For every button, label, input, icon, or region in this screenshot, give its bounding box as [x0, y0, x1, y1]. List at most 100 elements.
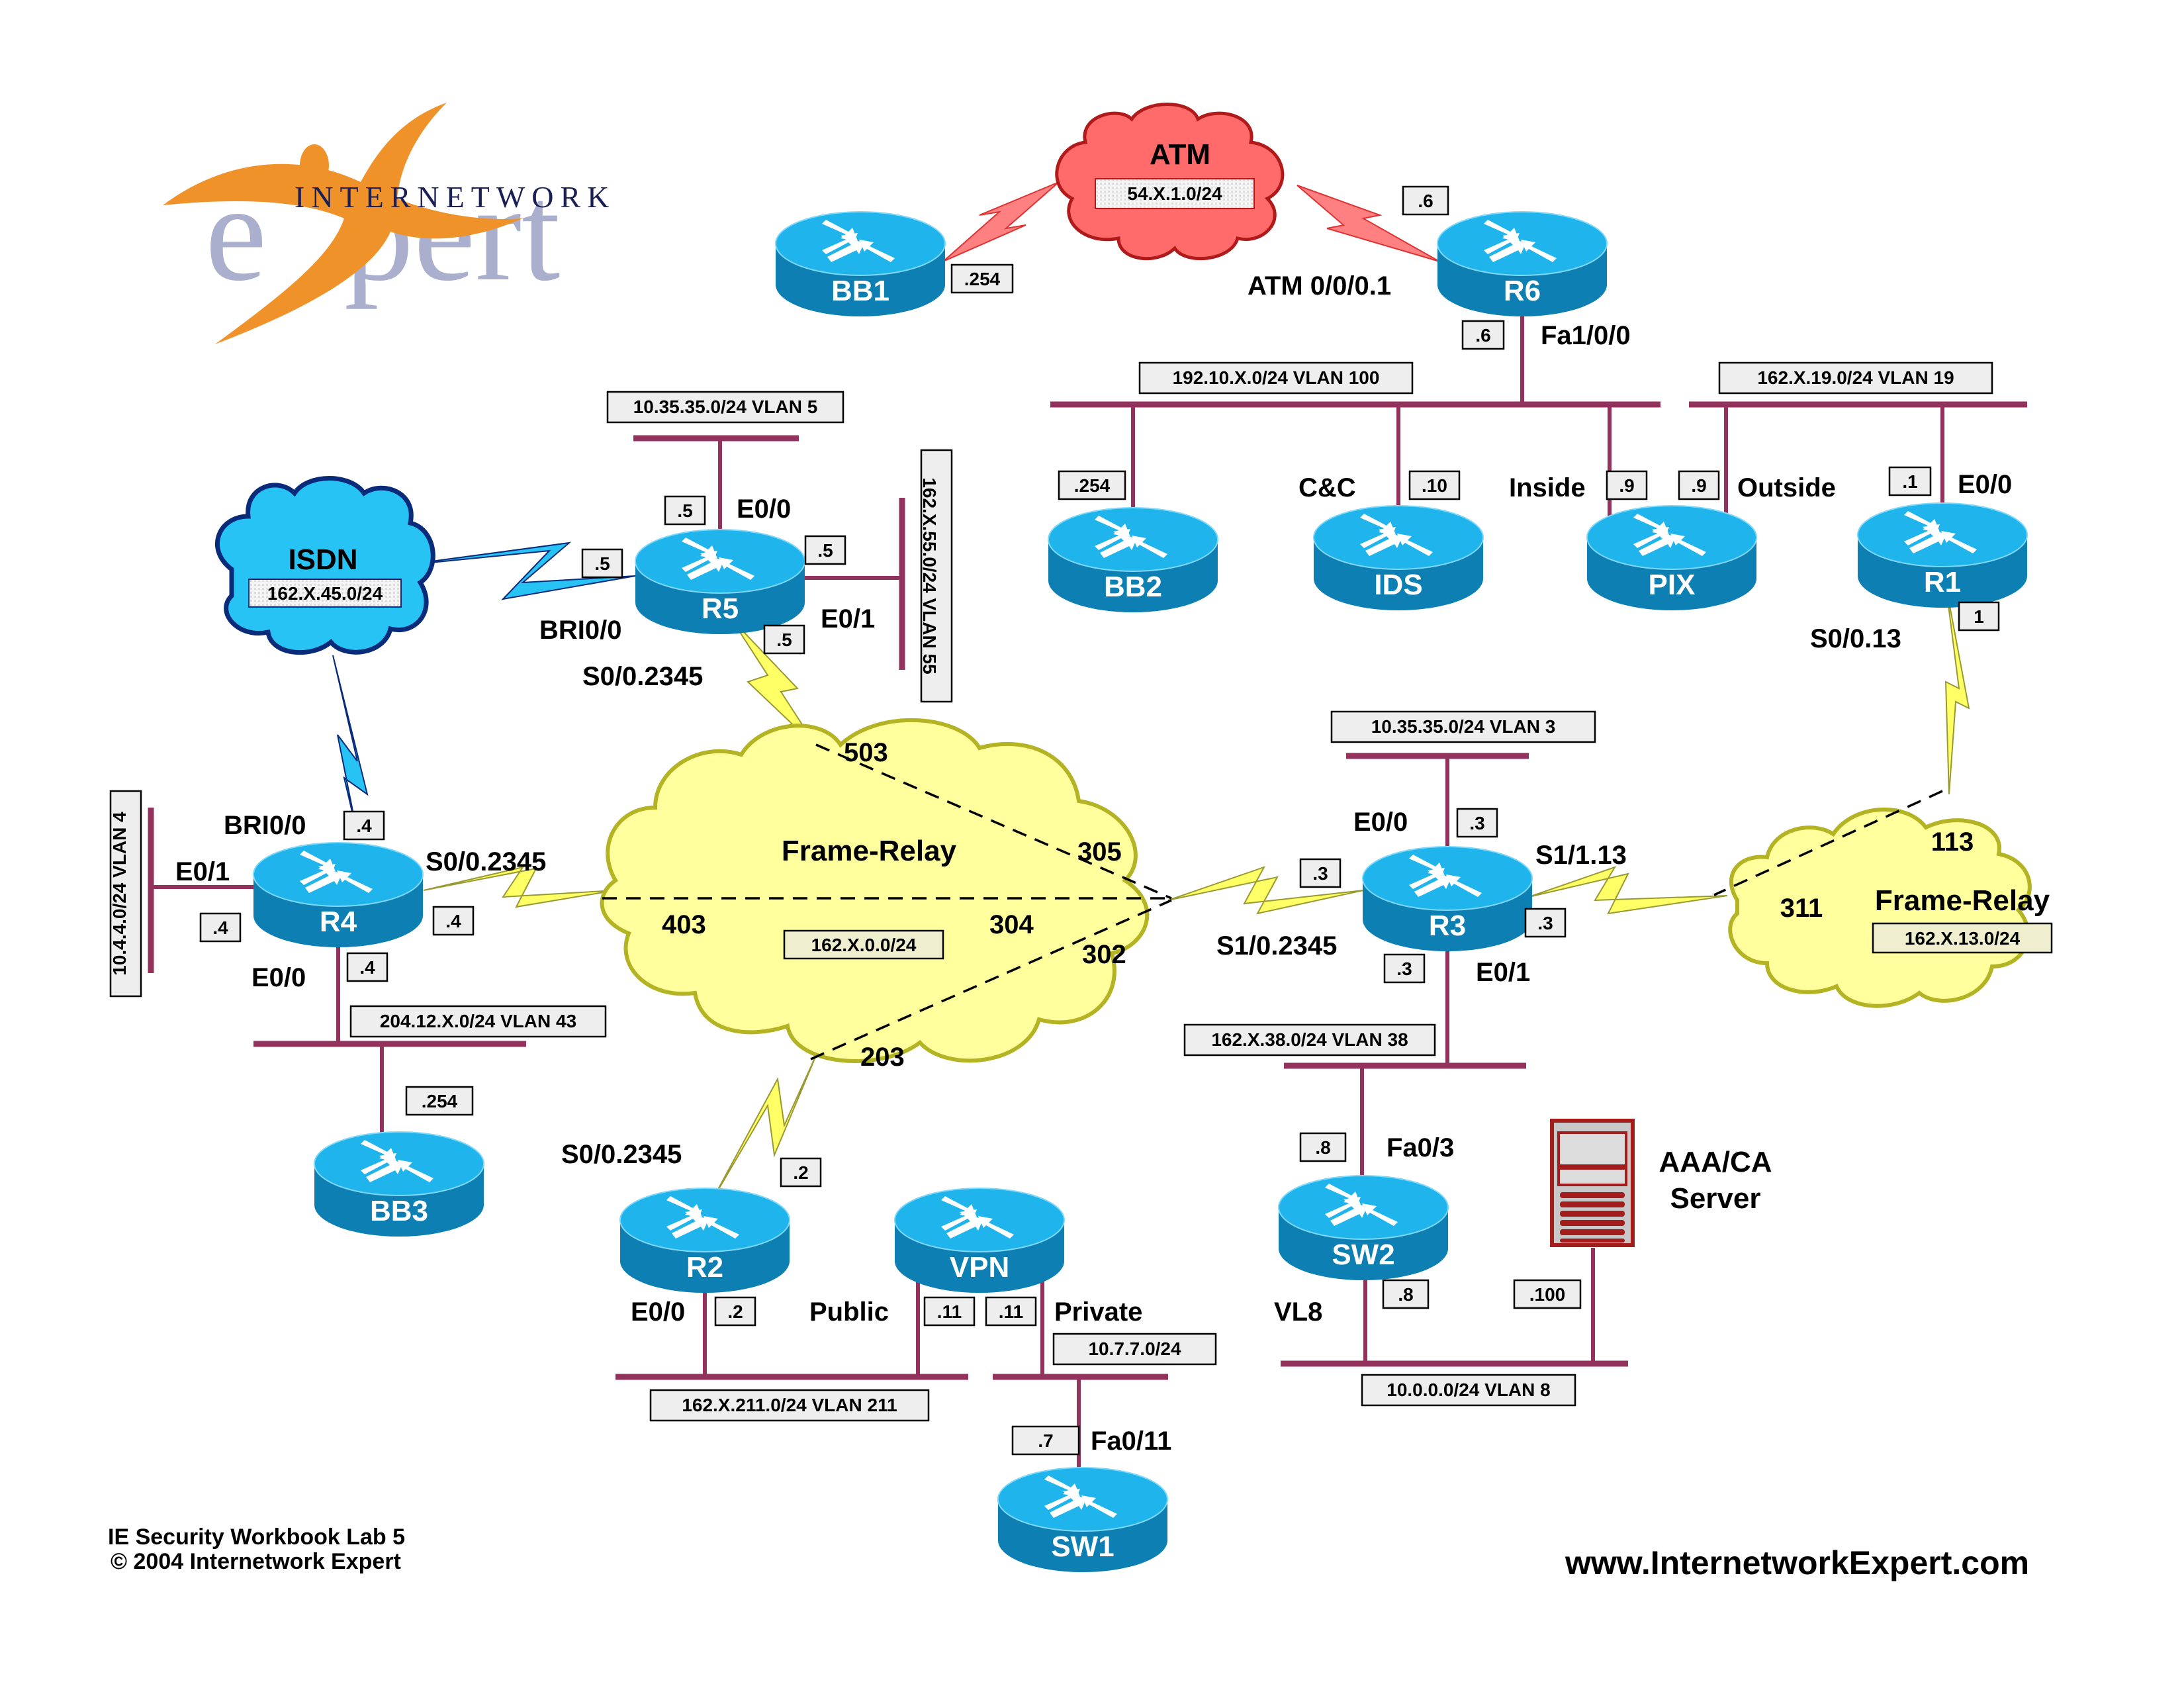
host-r6_fa-address: .6: [1475, 325, 1490, 346]
router-pix-label: PIX: [1649, 569, 1696, 601]
host-r5_e01-box: .5: [804, 535, 846, 565]
host-server-box: .100: [1513, 1279, 1582, 1309]
server-label-line2: Server: [1670, 1182, 1760, 1215]
dlci-203: 203: [860, 1043, 905, 1072]
router-bb1[interactable]: BB1: [775, 211, 946, 316]
router-sw2[interactable]: SW2: [1278, 1175, 1449, 1280]
host-r4_e00-box: .4: [346, 952, 388, 982]
pix-outside-label: Outside: [1737, 473, 1836, 502]
segment-vlan100-box: 192.10.X.0/24 VLAN 100: [1138, 361, 1414, 395]
host-ids-address: .10: [1422, 475, 1447, 496]
host-box-frame: [804, 535, 846, 565]
host-box-frame: [1299, 858, 1342, 888]
host-pix_in-box: .9: [1606, 470, 1648, 500]
r6-atm-link: [1297, 185, 1440, 262]
host-sw2_fa-box: .8: [1299, 1132, 1347, 1162]
host-r4_bri-box: .4: [343, 810, 385, 841]
host-box-frame: [1461, 320, 1505, 350]
r4-e00-interface: E0/0: [251, 963, 306, 992]
router-bb3[interactable]: BB3: [314, 1131, 484, 1237]
isdn-cloud-shape: [214, 476, 435, 655]
segment-box-frame: [1052, 1333, 1217, 1366]
host-r5_e00-address: .5: [677, 500, 692, 521]
dlci-302: 302: [1082, 940, 1126, 969]
host-address-labels: .254.6.6.254.10.9.9.11.5.5.5.5.4.4.4.4.2…: [199, 185, 2000, 1456]
host-sw2_fa-address: .8: [1315, 1137, 1330, 1158]
host-box-frame: [1513, 1279, 1582, 1309]
router-r4-label: R4: [320, 906, 357, 938]
segment-vlan4-label: 10.4.4.0/24 VLAN 4: [109, 812, 130, 976]
router-vpn-label: VPN: [950, 1251, 1009, 1284]
segment-vlan38-label: 162.X.38.0/24 VLAN 38: [1211, 1029, 1408, 1050]
host-r3_e00-box: .3: [1456, 808, 1498, 838]
aaa-ca-server[interactable]: [1550, 1119, 1635, 1247]
host-r3_e01-box: .3: [1383, 953, 1426, 984]
host-r5_s0-box: .5: [763, 624, 805, 655]
host-box-frame: [1408, 470, 1461, 500]
r5-bri-interface: BRI0/0: [539, 616, 622, 645]
router-ids[interactable]: IDS: [1313, 505, 1484, 610]
host-box-frame: [780, 1157, 822, 1188]
router-pix[interactable]: PIX: [1586, 505, 1757, 610]
router-r1[interactable]: R1: [1857, 502, 2028, 608]
r4-bri-interface: BRI0/0: [224, 811, 306, 840]
host-r2_s0-box: .2: [780, 1157, 822, 1188]
host-bb2-address: .254: [1074, 475, 1111, 496]
r4-s0-interface: S0/0.2345: [426, 847, 546, 876]
segment-vpn_private-label: 10.7.7.0/24: [1088, 1338, 1181, 1359]
vpn-private-label: Private: [1054, 1297, 1142, 1327]
host-box-frame: [1606, 470, 1648, 500]
ethernet-segments: [148, 291, 2027, 1483]
router-bb3-label: BB3: [370, 1195, 428, 1227]
router-r3[interactable]: R3: [1362, 846, 1533, 951]
host-box-frame: [1058, 470, 1126, 500]
host-r3_s11-address: .3: [1537, 913, 1553, 933]
footer-website-link[interactable]: www.InternetworkExpert.com: [1565, 1544, 2029, 1581]
router-ids-label: IDS: [1374, 569, 1422, 601]
frame-relay-r1r3-cloud: 113 311 Frame-Relay 162.X.13.0/24: [1713, 790, 2053, 1008]
router-r4[interactable]: R4: [253, 842, 424, 947]
segment-vlan8-label: 10.0.0.0/24 VLAN 8: [1387, 1380, 1550, 1400]
router-r2[interactable]: R2: [619, 1188, 790, 1293]
router-vpn[interactable]: VPN: [894, 1188, 1065, 1293]
router-sw1[interactable]: SW1: [997, 1467, 1168, 1572]
segment-box-frame: [349, 1005, 607, 1038]
router-sw1-label: SW1: [1051, 1530, 1114, 1563]
router-r6[interactable]: R6: [1437, 211, 1608, 316]
logo-internetwork-text: INTERNETWORK: [295, 180, 615, 214]
host-r1_s-address: 1: [1974, 606, 1984, 627]
dlci-403: 403: [662, 910, 706, 939]
host-r1_s-box: 1: [1958, 601, 2000, 632]
host-box-frame: [1456, 808, 1498, 838]
host-box-frame: [985, 1296, 1037, 1327]
host-r3_s10-address: .3: [1312, 863, 1328, 884]
host-box-frame: [1383, 953, 1426, 984]
frame-relay-r1r3-subnet-box: [1872, 922, 2053, 954]
host-r2_e00-address: .2: [727, 1301, 743, 1322]
segment-box-frame: [920, 449, 953, 703]
router-r5[interactable]: R5: [635, 529, 805, 634]
segment-vlan19-box: 162.X.19.0/24 VLAN 19: [1718, 361, 1993, 395]
r3-e01-interface: E0/1: [1476, 958, 1530, 987]
host-box-frame: [1524, 908, 1567, 938]
host-sw1-address: .7: [1038, 1430, 1053, 1451]
host-r4_e01-address: .4: [212, 917, 228, 938]
host-vpn_priv-address: .11: [999, 1301, 1023, 1322]
pvc-r5-r3: [815, 743, 1172, 900]
segment-vlan211-label: 162.X.211.0/24 VLAN 211: [682, 1395, 897, 1415]
frame-relay-r1r3-shape: [1728, 807, 2032, 1008]
r2-e00-interface: E0/0: [631, 1297, 685, 1327]
r1-e00-interface: E0/0: [1958, 470, 2012, 499]
host-box-frame: [432, 906, 475, 936]
sw2-fa-interface: Fa0/3: [1387, 1133, 1454, 1162]
segment-labels: 192.10.X.0/24 VLAN 100 162.X.19.0/24 VLAN…: [109, 361, 1993, 1422]
r4-isdn-link: [332, 655, 369, 835]
host-ids-box: .10: [1408, 470, 1461, 500]
isdn-cloud-title: ISDN: [288, 543, 357, 576]
r1-s0-interface: S0/0.13: [1810, 624, 1901, 653]
router-bb1-label: BB1: [831, 275, 889, 307]
router-bb2[interactable]: BB2: [1048, 507, 1218, 612]
host-r5_e01-address: .5: [817, 540, 833, 561]
